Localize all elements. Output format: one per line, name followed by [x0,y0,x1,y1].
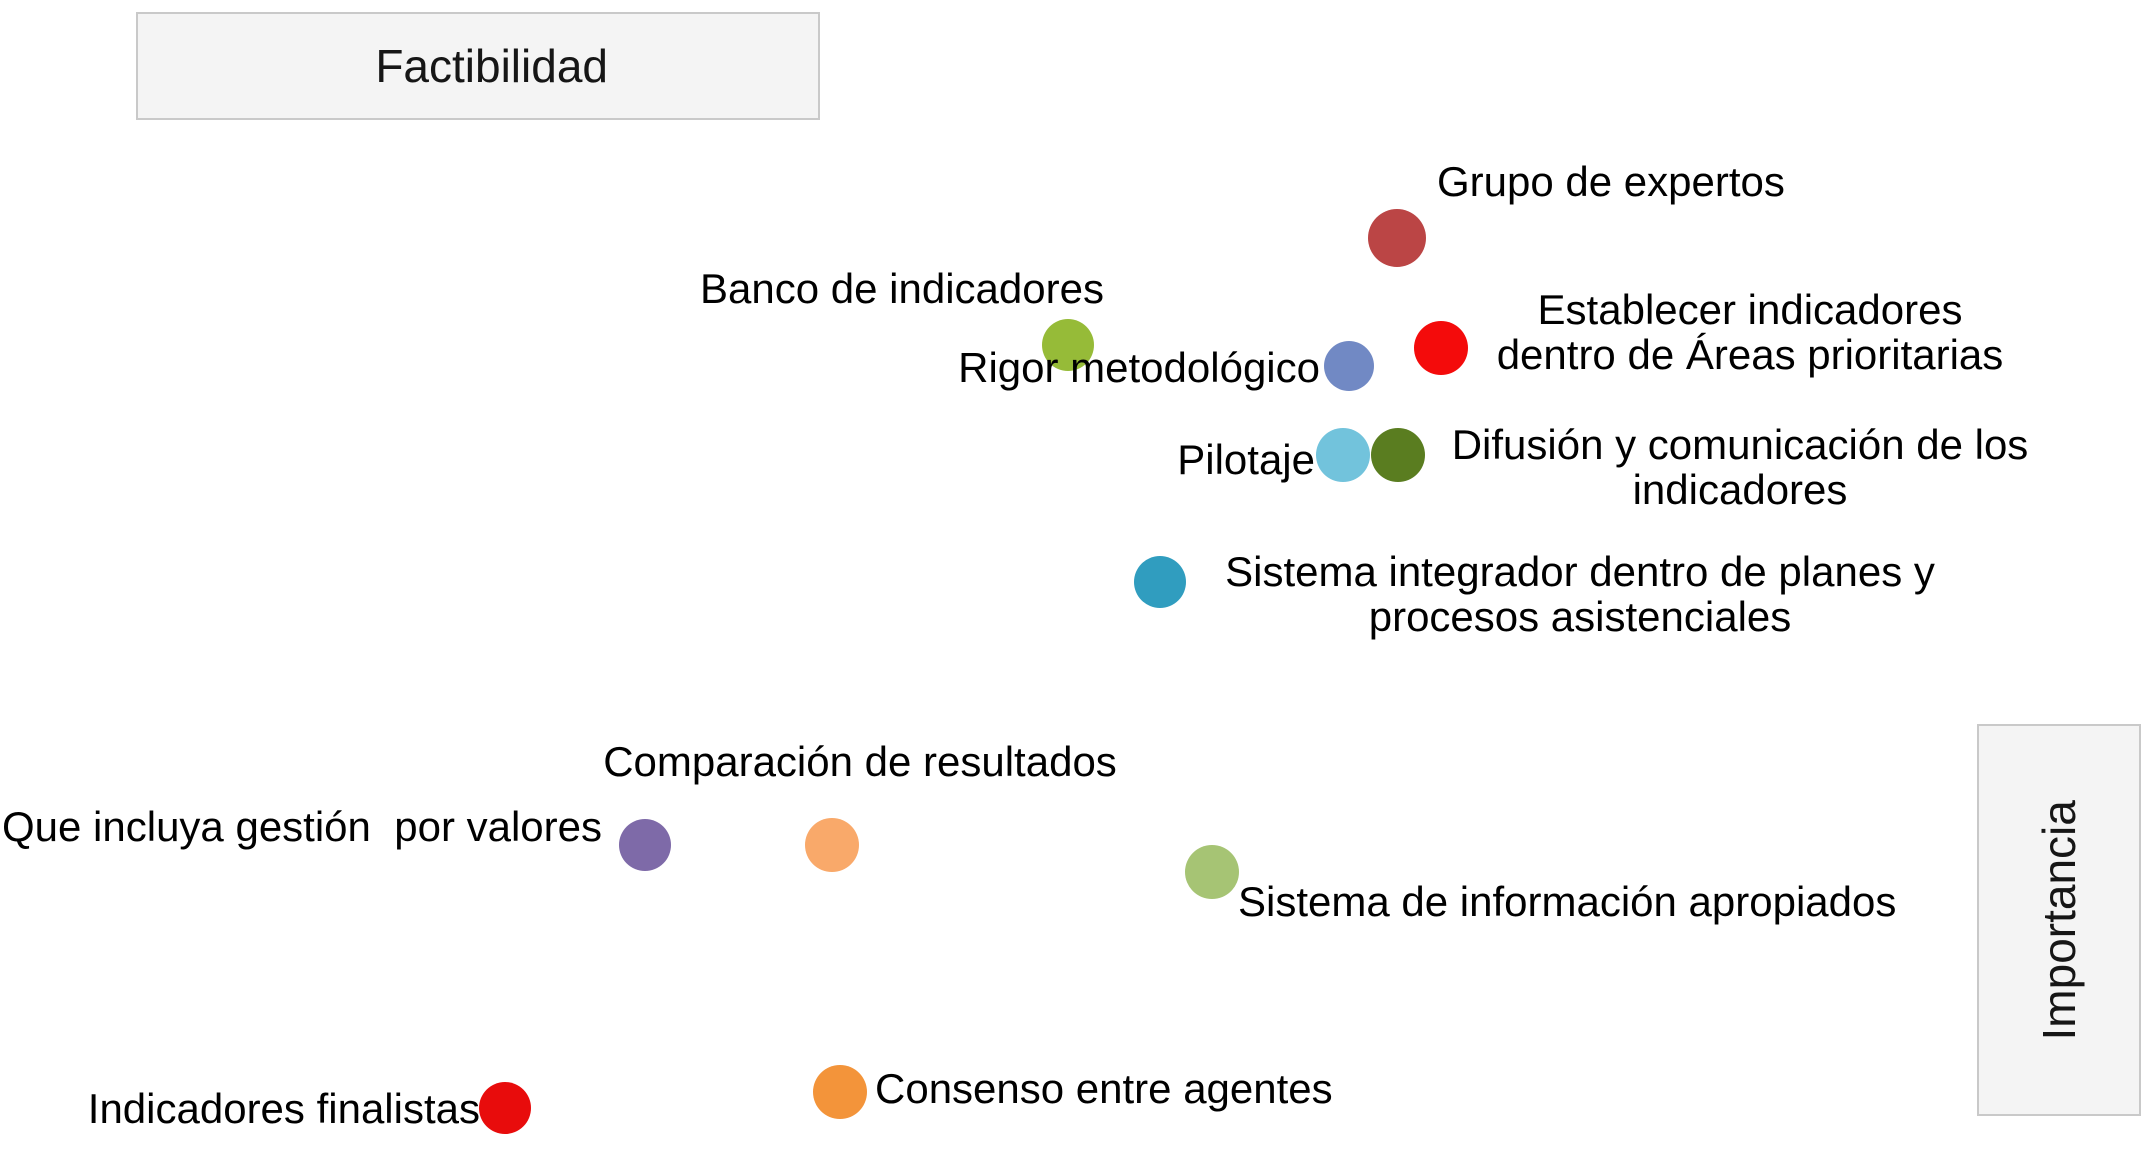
data-point-label: Sistema integrador dentro de planes y pr… [1225,548,1935,640]
data-point-label: Sistema de información apropiados [1238,878,1897,925]
data-point-label: Grupo de expertos [1437,158,1785,205]
data-point-label: Difusión y comunicación de los indicador… [1451,421,2029,513]
data-point-label: Rigor metodológico [958,344,1320,391]
data-point-bubble[interactable] [813,1065,867,1119]
data-point-bubble[interactable] [479,1082,531,1134]
data-point-bubble[interactable] [1316,428,1370,482]
y-axis-title-box[interactable]: Importancia [1977,724,2141,1116]
x-axis-title-box[interactable]: Factibilidad [136,12,820,120]
data-point-bubble[interactable] [1368,209,1426,267]
data-point-bubble[interactable] [1371,428,1425,482]
data-point-bubble[interactable] [619,819,671,871]
data-point-bubble[interactable] [805,818,859,872]
y-axis-title: Importancia [2032,799,2085,1041]
data-point-bubble[interactable] [1185,845,1239,899]
data-point-label: Establecer indicadores dentro de Áreas p… [1496,286,2004,378]
data-point-label: Consenso entre agentes [875,1065,1333,1112]
data-point-label: Que incluya gestión por valores [2,803,602,850]
data-point-label: Indicadores finalistas [87,1085,480,1132]
data-point-label: Pilotaje [1177,436,1315,483]
data-point-bubble[interactable] [1042,319,1094,371]
x-axis-title: Factibilidad [375,39,608,92]
data-point-bubble[interactable] [1134,556,1186,608]
data-point-bubble[interactable] [1414,321,1468,375]
data-point-label: Comparación de resultados [603,738,1117,785]
data-point-label: Banco de indicadores [700,265,1104,312]
data-point-bubble[interactable] [1324,341,1374,391]
